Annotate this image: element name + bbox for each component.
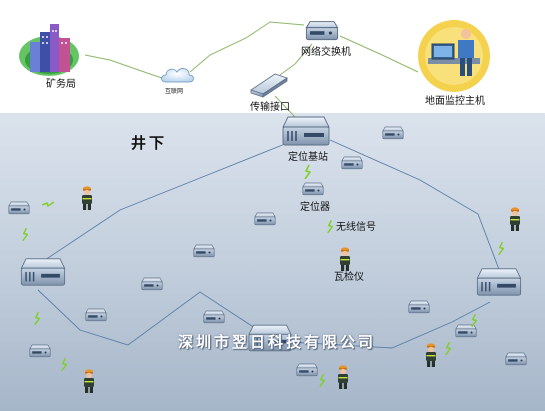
signal-bolt-icon (303, 164, 313, 179)
transmission-interface-icon (249, 70, 289, 98)
worker-icon (336, 364, 350, 390)
locator-device-icon (296, 361, 318, 378)
signal-bolt-icon (41, 194, 55, 208)
locator-device-icon (141, 275, 163, 292)
worker-icon (82, 368, 96, 394)
locator-device-icon (302, 180, 324, 197)
signal-bolt-icon (60, 356, 69, 371)
network-switch-icon (303, 18, 341, 42)
network-switch-label: 网络交换机 (301, 47, 351, 58)
worker-icon (338, 246, 352, 272)
locator-device-icon (85, 306, 107, 323)
worker-icon (508, 206, 522, 232)
signal-bolt-icon (33, 310, 42, 325)
worker-icon (80, 185, 94, 211)
locator-device-icon (8, 199, 30, 216)
locator-device-icon (254, 210, 276, 227)
base-station-label: 定位基站 (288, 152, 328, 163)
company-watermark: 深圳市翌日科技有限公司 (178, 333, 377, 351)
signal-bolt-icon (470, 312, 479, 327)
surface-host-label: 地面监控主机 (425, 96, 485, 107)
locator-device-icon (382, 124, 404, 141)
gas-detector-label: 瓦检仪 (334, 272, 364, 283)
signal-bolt-icon (444, 340, 453, 355)
locator-device-icon (341, 154, 363, 171)
surface-host-icon (412, 18, 492, 94)
signal-bolt-icon (497, 240, 506, 255)
mine-bureau-label: 矿务局 (46, 79, 76, 90)
locator-device-icon (203, 308, 225, 325)
locator-device-icon (505, 350, 527, 367)
internet-cloud-icon (158, 64, 196, 86)
mine-bureau-icon (16, 20, 82, 80)
signal-bolt-icon (318, 372, 327, 387)
wireless-signal-label: 无线信号 (336, 222, 376, 233)
underground-zone-label: 井下 (131, 134, 168, 152)
base-station-icon (476, 266, 522, 298)
underground-network-links (37, 139, 501, 349)
signal-bolt-icon (326, 218, 335, 233)
surface-network-links (84, 21, 419, 119)
worker-icon (424, 342, 438, 368)
base-station-icon (20, 256, 66, 288)
transmission-interface-label: 传输接口 (250, 102, 290, 113)
locator-device-icon (193, 242, 215, 259)
locator-device-icon (408, 298, 430, 315)
signal-bolt-icon (21, 226, 30, 241)
locator-device-icon (29, 342, 51, 359)
locator-label: 定位器 (300, 202, 330, 213)
base-station-icon (282, 114, 330, 148)
internet-label: 互联网 (165, 88, 184, 95)
